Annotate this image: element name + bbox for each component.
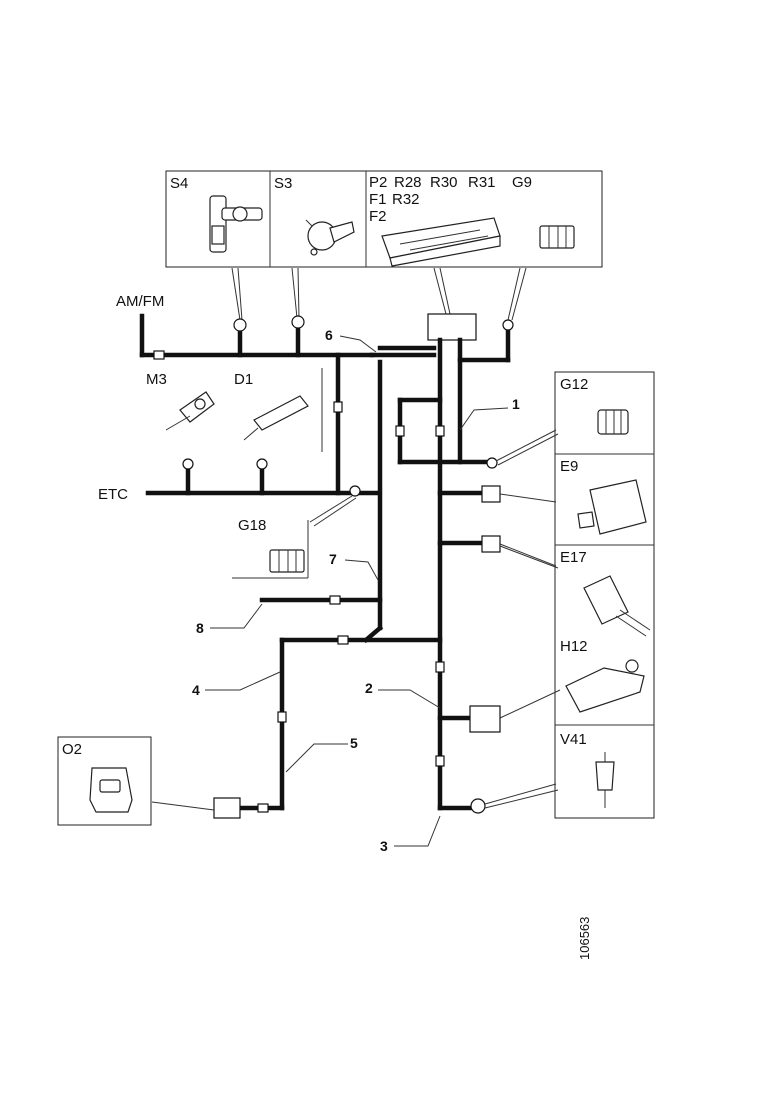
harness-number-7: 7 <box>329 551 337 567</box>
top-component-box <box>165 170 603 268</box>
label-g12: G12 <box>560 376 588 393</box>
round-connectors <box>182 315 514 814</box>
label-h12: H12 <box>560 638 588 655</box>
harness-number-4: 4 <box>192 682 200 698</box>
label-d1: D1 <box>234 371 253 388</box>
right-component-column <box>554 371 655 819</box>
d1-module-illustration <box>243 395 309 441</box>
label-r32: R32 <box>392 191 420 208</box>
s4-switch-illustration <box>209 195 263 253</box>
harness-number-2: 2 <box>365 680 373 696</box>
harness-number-5: 5 <box>350 735 358 751</box>
figure-id: 106563 <box>577 917 592 960</box>
m3-motor-illustration <box>165 391 215 431</box>
g9-connector-illustration <box>539 225 575 249</box>
label-g9: G9 <box>512 174 532 191</box>
s3-sensor-illustration <box>305 219 355 256</box>
label-r28: R28 <box>394 174 422 191</box>
harness-number-3: 3 <box>380 838 388 854</box>
harness-callout-leaders <box>205 335 509 847</box>
right-column-frame <box>554 371 655 819</box>
label-f1: F1 <box>369 191 387 208</box>
label-p2: P2 <box>369 174 387 191</box>
e9-module-illustration <box>577 479 647 535</box>
label-s4: S4 <box>170 175 188 192</box>
inline-connectors <box>153 350 445 813</box>
harness-number-8: 8 <box>196 620 204 636</box>
label-s3: S3 <box>274 175 292 192</box>
label-r30: R30 <box>430 174 458 191</box>
o2-leader-line <box>151 801 215 811</box>
central-unit-illustration <box>381 217 501 267</box>
h12-horn-illustration <box>565 659 645 713</box>
label-v41: V41 <box>560 731 587 748</box>
block-connectors <box>213 485 501 819</box>
g18-connector-illustration <box>232 495 357 579</box>
harness-number-1: 1 <box>512 396 520 412</box>
o2-sensor-illustration <box>89 767 133 813</box>
label-r31: R31 <box>468 174 496 191</box>
top-box-frame <box>165 170 603 268</box>
harness-number-6: 6 <box>325 327 333 343</box>
label-etc: ETC <box>98 486 128 503</box>
junction-block <box>427 313 477 341</box>
v41-valve-illustration <box>595 752 615 808</box>
top-leader-lines <box>231 267 527 321</box>
right-leader-lines <box>484 429 561 809</box>
label-e17: E17 <box>560 549 587 566</box>
e17-module-illustration <box>583 575 651 637</box>
label-o2: O2 <box>62 741 82 758</box>
label-f2: F2 <box>369 208 387 225</box>
o2-box-frame <box>57 736 152 826</box>
g12-connector-illustration <box>597 409 629 435</box>
label-g18: G18 <box>238 517 266 534</box>
harness-main <box>139 313 511 811</box>
label-m3: M3 <box>146 371 167 388</box>
label-am-fm: AM/FM <box>116 293 164 310</box>
label-e9: E9 <box>560 458 578 475</box>
